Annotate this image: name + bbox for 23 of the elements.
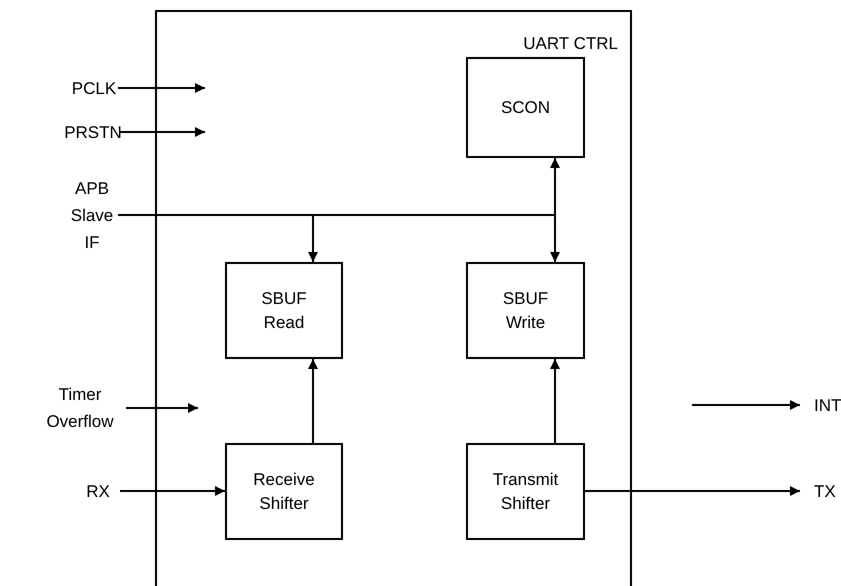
signal-label: TX — [800, 479, 841, 503]
block-frame — [155, 10, 632, 586]
signal-label: RX — [76, 479, 120, 503]
signal-label: Timer Overflow — [34, 381, 126, 435]
signal-arrow — [308, 359, 318, 443]
signal-arrow — [120, 486, 225, 496]
signal-arrow — [550, 359, 560, 443]
signal-arrow — [126, 403, 198, 413]
function-block: SBUF Read — [225, 262, 343, 359]
signal-label: INT — [800, 393, 841, 417]
signal-label: APB Slave IF — [66, 174, 118, 256]
signal-label: PCLK — [70, 76, 118, 100]
function-block: Receive Shifter — [225, 443, 343, 540]
frame-title: UART CTRL — [523, 34, 618, 54]
signal-arrow — [118, 83, 205, 93]
function-block: Transmit Shifter — [466, 443, 585, 540]
signal-arrow — [692, 400, 800, 410]
signal-arrow — [120, 127, 205, 137]
signal-arrow — [118, 214, 560, 262]
signal-label: PRSTN — [66, 120, 120, 144]
function-block: SCON — [466, 57, 585, 158]
function-block: SBUF Write — [466, 262, 585, 359]
signal-arrow — [585, 486, 800, 496]
